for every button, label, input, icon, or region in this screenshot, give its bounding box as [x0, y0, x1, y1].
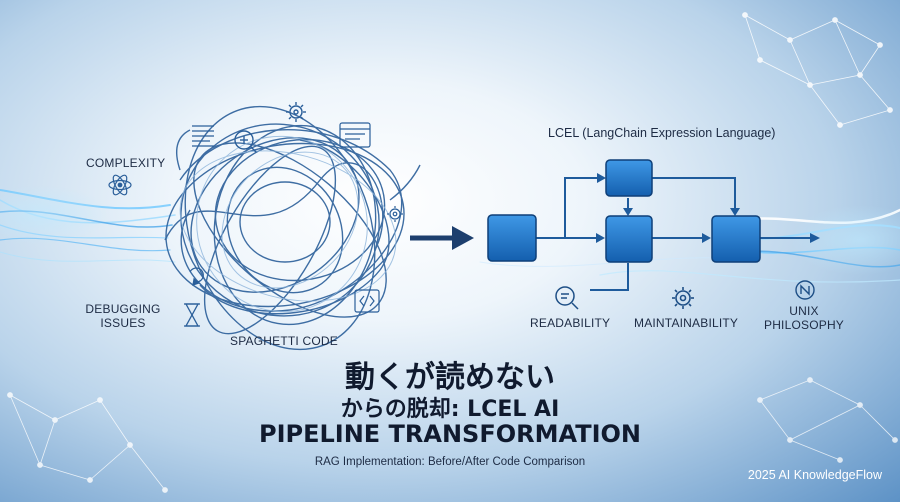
gear-icon [286, 102, 306, 122]
code-brackets-icon [354, 289, 380, 313]
network-mesh-top-right [742, 12, 893, 128]
lcel-heading: LCEL (LangChain Expression Language) [548, 126, 776, 140]
pipeline-node-input [487, 214, 537, 262]
gear-icon-maintainability [672, 287, 694, 309]
debugging-label-line1: DEBUGGING [85, 302, 161, 316]
magnifier-icon [555, 286, 579, 310]
atom-icon [108, 174, 132, 196]
debugging-label-line2: ISSUES [100, 316, 146, 330]
pipeline-arrowheads [596, 173, 820, 243]
title-line-2: からの脱却: LCEL AI [340, 397, 560, 422]
pipeline-node-middle [605, 215, 653, 263]
network-mesh-bottom-right [757, 377, 898, 463]
sync-icon [189, 267, 204, 286]
brand-watermark: 2025 AI KnowledgeFlow [747, 468, 882, 482]
pipeline-nodes [487, 159, 761, 263]
title-line-3: PIPELINE TRANSFORMATION [258, 420, 642, 448]
light-waves-right [479, 205, 900, 283]
light-waves-left [0, 185, 176, 263]
spaghetti-code-label: SPAGHETTI CODE [230, 334, 338, 348]
debugging-issues-label: DEBUGGING ISSUES [78, 302, 168, 330]
pipeline-node-output [711, 215, 761, 263]
unix-label-line2: PHILOSOPHY [763, 318, 845, 332]
hourglass-icon [184, 303, 200, 327]
pipeline-connectors [536, 177, 815, 291]
list-icon [192, 125, 214, 147]
arrow-right-icon [410, 226, 474, 250]
spaghetti-knot [164, 105, 421, 351]
gear-icon-small [387, 206, 403, 222]
title-line-1: 動くが読めない [345, 360, 555, 395]
complexity-label: COMPLEXITY [86, 156, 166, 170]
subtitle: RAG Implementation: Before/After Code Co… [314, 456, 586, 468]
maintainability-label: MAINTAINABILITY [634, 316, 739, 330]
code-window-icon [339, 122, 371, 148]
pipeline-node-top [605, 159, 653, 197]
readability-label: READABILITY [530, 316, 611, 330]
unix-icon [795, 280, 815, 300]
zoom-in-icon [234, 130, 257, 153]
unix-label-line1: UNIX [789, 304, 819, 318]
network-mesh-bottom-left [7, 392, 168, 493]
spaghetti-knot-highlight [179, 135, 397, 313]
unix-philosophy-label: UNIX PHILOSOPHY [758, 304, 850, 332]
